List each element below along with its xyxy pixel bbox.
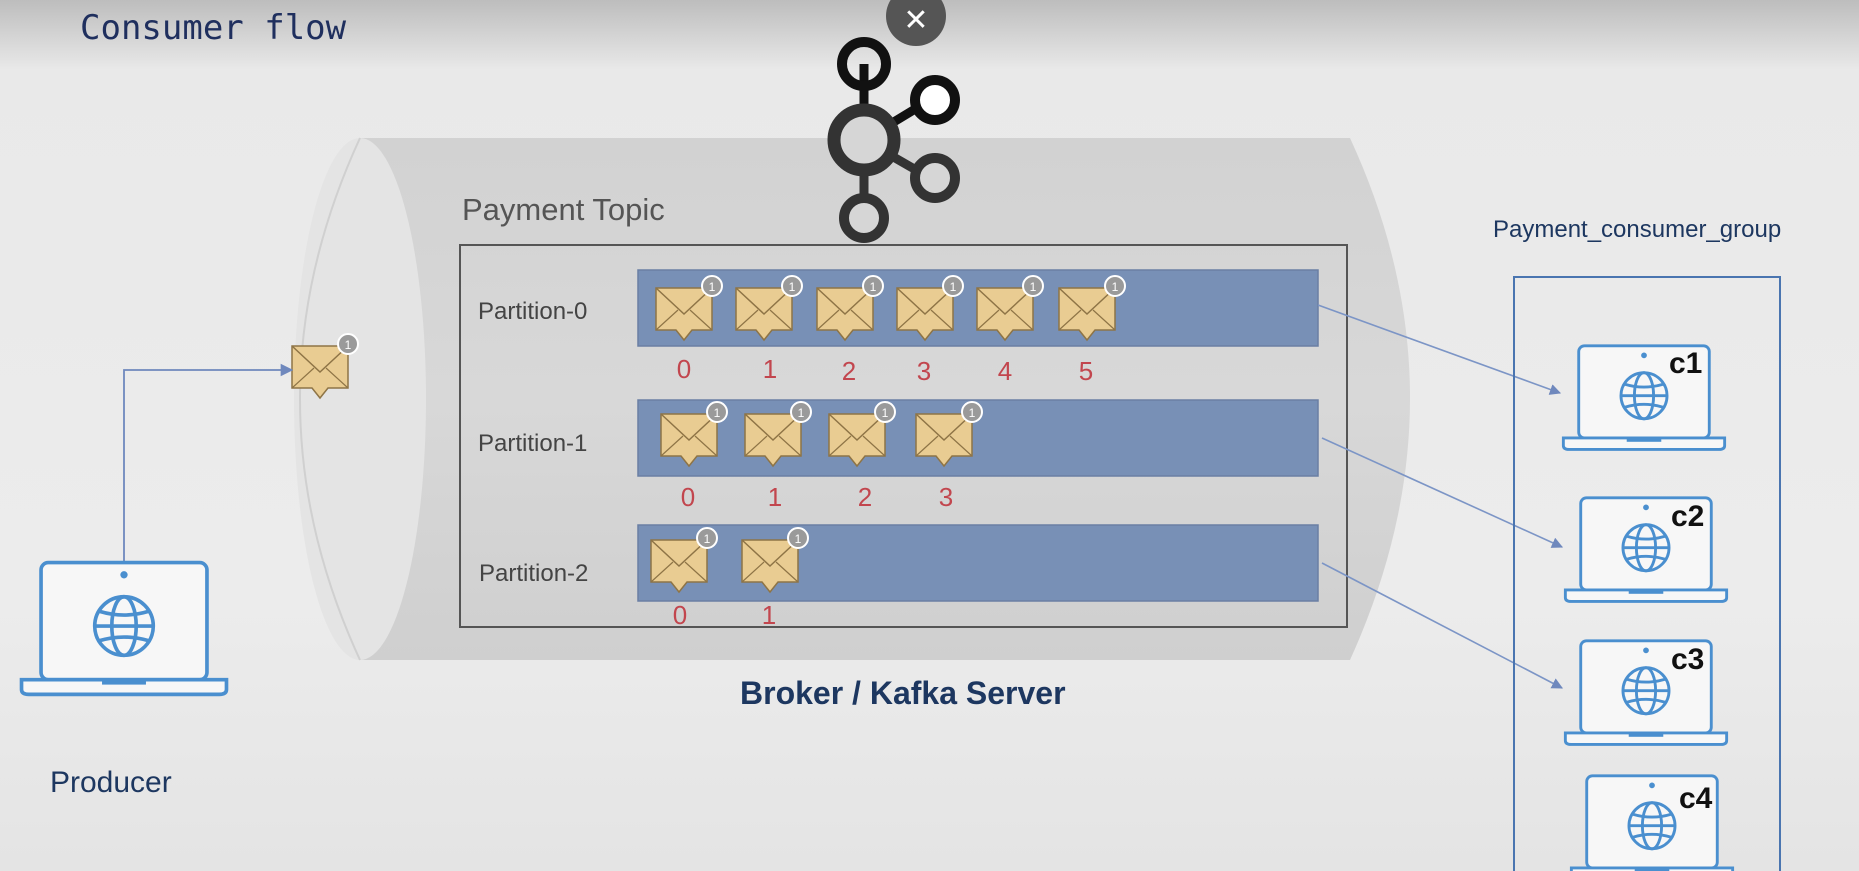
producer-label: Producer [50, 766, 172, 799]
consumer-label-c3: c3 [1671, 643, 1705, 676]
partition-0-offset: 5 [1078, 356, 1094, 386]
partition-container [459, 244, 1348, 628]
arrow-p1-c2 [1321, 437, 1564, 548]
close-button[interactable]: ✕ [886, 0, 946, 46]
topic-label: Payment Topic [462, 192, 665, 227]
partition-2-label: Partition-2 [479, 560, 589, 587]
producer-arrow [123, 363, 294, 575]
partition-0-offset: 0 [676, 354, 692, 384]
partition-0-label: Partition-0 [478, 298, 588, 325]
consumer-label-c2: c2 [1671, 500, 1705, 533]
broker-label: Broker / Kafka Server [740, 675, 1066, 711]
partition-1-label: Partition-1 [478, 430, 588, 457]
kafka-logo-icon [827, 37, 960, 243]
arrow-p0-c1 [1317, 304, 1562, 395]
consumer-group-box [1513, 276, 1781, 871]
partition-0-offset: 2 [841, 356, 857, 386]
partition-1-offset: 2 [857, 482, 873, 512]
partition-1-offset: 1 [767, 482, 783, 512]
partition-0-offset: 1 [762, 354, 778, 384]
partition-1-offset: 3 [938, 482, 954, 512]
partition-2-offset: 0 [672, 600, 688, 630]
consumer-group-label: Payment_consumer_group [1493, 216, 1782, 243]
arrow-p2-c3 [1321, 562, 1563, 689]
consumer-label-c4: c4 [1679, 782, 1713, 815]
consumer-label-c1: c1 [1669, 347, 1703, 380]
page-title: Consumer flow [80, 8, 347, 48]
partition-0-offset: 3 [916, 356, 932, 386]
partition-0-offset: 4 [997, 356, 1013, 386]
producer-laptop-icon [19, 560, 229, 697]
partition-2-offset: 1 [761, 600, 777, 630]
partition-2-bar [637, 524, 1319, 602]
partition-1-offset: 0 [680, 482, 696, 512]
